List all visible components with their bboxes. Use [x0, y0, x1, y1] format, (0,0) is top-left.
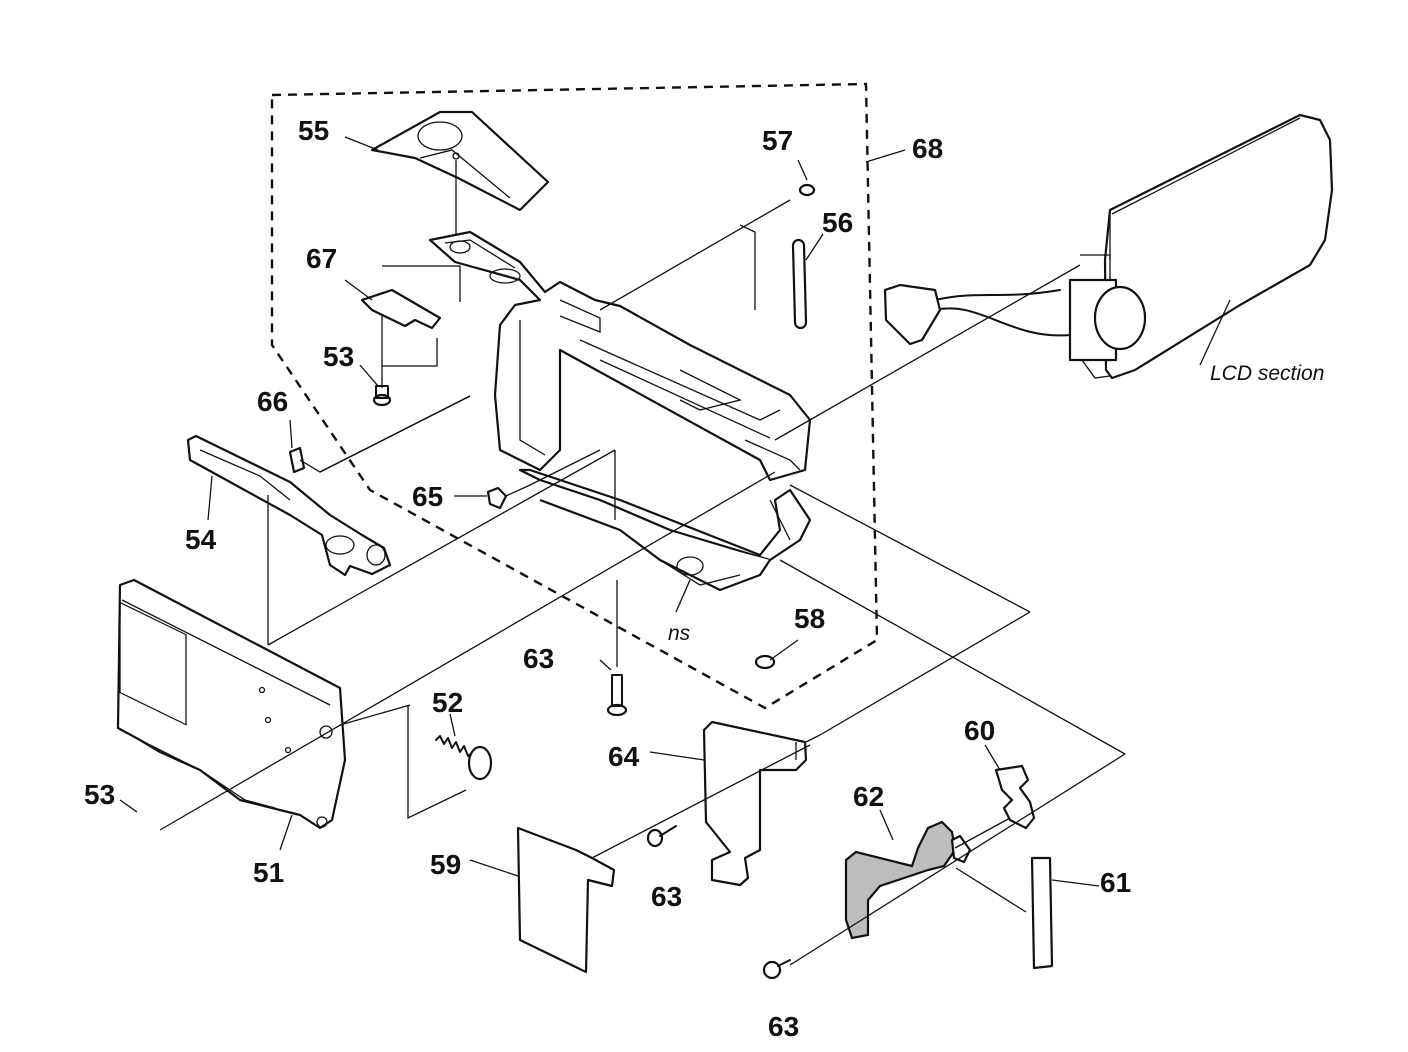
label-56: 56: [822, 207, 853, 238]
part-58-pad: [754, 654, 776, 670]
label-62: 62: [853, 781, 884, 812]
label-64: 64: [608, 741, 640, 772]
part-66-tab: [288, 446, 306, 474]
label-68: 68: [912, 133, 943, 164]
label-67: 67: [306, 243, 337, 274]
part-56-strip: [791, 238, 808, 330]
part-53-screw-upper: [372, 366, 392, 407]
part-67-bracket: [360, 265, 461, 367]
part-51-plate: [116, 578, 347, 830]
part-57-ring: [798, 183, 816, 197]
part-63-screw-bottom: [762, 959, 791, 980]
part-65-clip: [486, 486, 508, 510]
label-58: 58: [794, 603, 825, 634]
label-lcd-section: LCD section: [1210, 362, 1324, 385]
part-60-bracket: [994, 764, 1036, 830]
assembly-68-boundary: [270, 82, 879, 710]
part-62-flex-bracket: [844, 820, 957, 940]
label-63-center: 63: [523, 643, 554, 674]
lcd-section: [883, 113, 1334, 380]
part-63-screw-mid: [646, 825, 677, 848]
part-55-top-cover: [370, 110, 550, 240]
main-frame: [428, 230, 812, 592]
label-57: 57: [762, 125, 793, 156]
label-52: 52: [432, 687, 463, 718]
label-60: 60: [964, 715, 995, 746]
label-53-upper: 53: [323, 341, 354, 372]
part-61-strip: [1030, 856, 1054, 970]
label-65: 65: [412, 481, 443, 512]
leader-lines: [119, 136, 1231, 966]
label-55: 55: [298, 115, 329, 146]
label-66: 66: [257, 386, 288, 417]
label-63-bottom: 63: [768, 1011, 799, 1042]
label-ns: ns: [668, 622, 691, 645]
label-53-lower: 53: [84, 779, 115, 810]
part-59-sheet: [516, 826, 616, 974]
label-59: 59: [430, 849, 461, 880]
label-51: 51: [253, 857, 284, 888]
label-63-mid: 63: [651, 881, 682, 912]
label-54: 54: [185, 524, 217, 555]
part-52-spring: [407, 705, 493, 820]
part-63-screw-center: [606, 580, 628, 717]
part-64-shield: [702, 720, 821, 887]
label-61: 61: [1100, 867, 1131, 898]
part-54-bracket: [186, 434, 392, 645]
